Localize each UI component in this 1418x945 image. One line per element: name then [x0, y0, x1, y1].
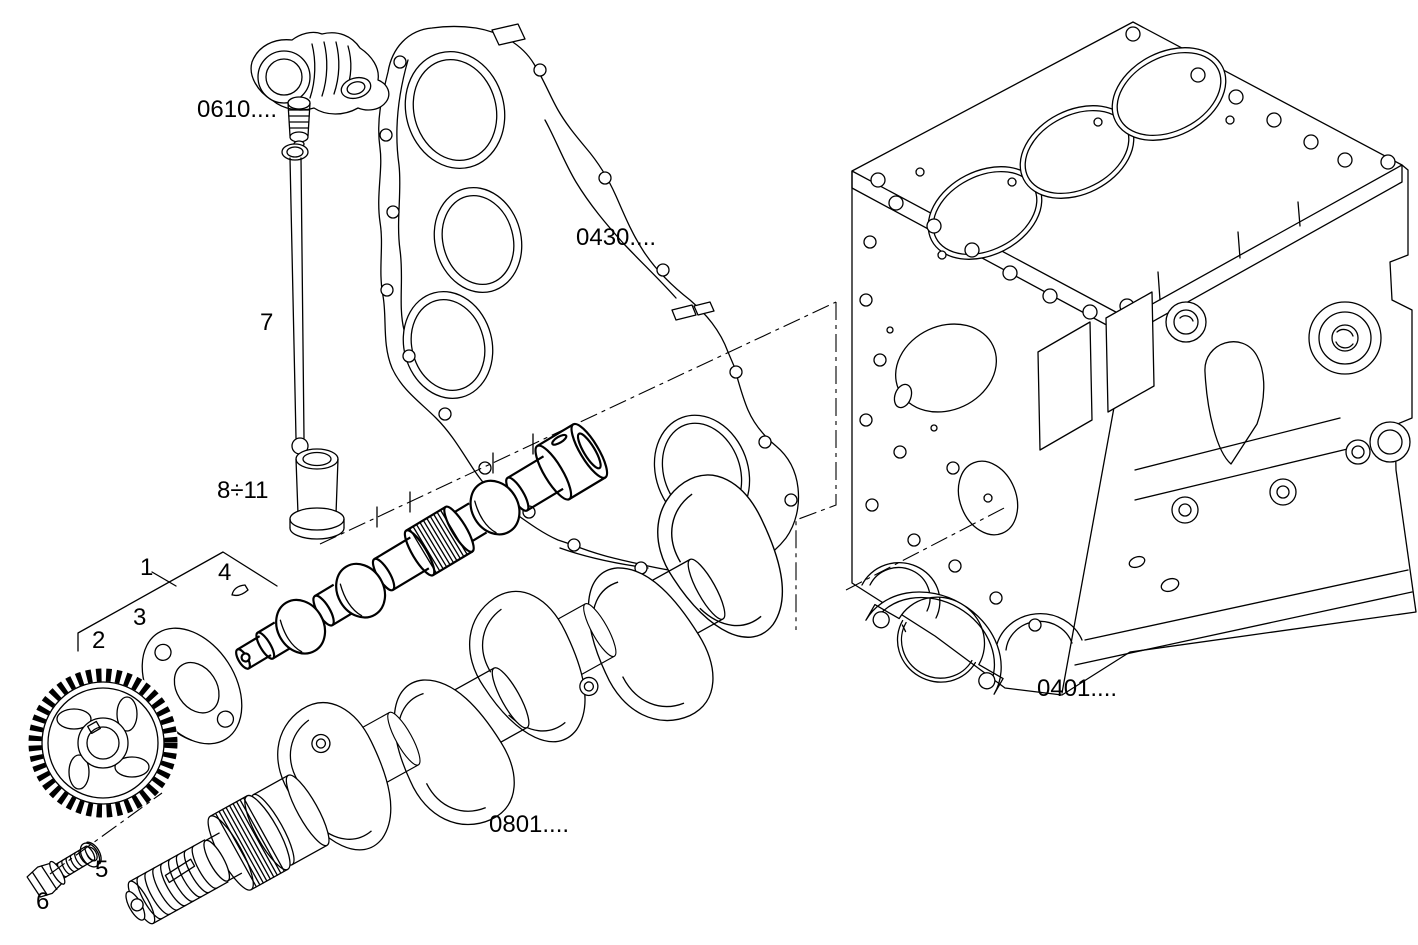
- camshaft-center-line: [319, 301, 837, 630]
- cover-opening-top: [404, 50, 506, 170]
- cover-bolt-holes: [379, 55, 798, 581]
- crankshaft: [125, 457, 812, 925]
- main-bearing-shell: [896, 619, 977, 683]
- camshaft-rear-journal: [534, 422, 609, 501]
- head-gasket-face: [851, 26, 1403, 337]
- pushrod: [281, 143, 309, 455]
- block-side-face: [1037, 201, 1413, 666]
- callout-3: 3: [133, 604, 146, 631]
- engine-block: [845, 21, 1417, 696]
- crank-nose-threads: [125, 839, 229, 925]
- module-label-timing-case[interactable]: 0430....: [576, 224, 656, 251]
- callout-2: 2: [92, 627, 105, 654]
- callout-8-11: 8÷11: [217, 477, 268, 504]
- callout-7: 7: [260, 309, 273, 336]
- gear-bolt-center-line: [49, 792, 163, 875]
- woodruff-key: [231, 584, 249, 597]
- camshaft-nose: [235, 635, 272, 670]
- module-label-rocker[interactable]: 0610....: [197, 96, 277, 123]
- block-center-line: [845, 505, 1009, 591]
- rocker-arm: [250, 31, 390, 115]
- cover-opening-middle: [433, 186, 523, 294]
- gear-bolt: [26, 845, 96, 898]
- valve-tappet: [289, 448, 345, 540]
- callout-bracket: [77, 551, 278, 652]
- crank-gear: [207, 794, 291, 891]
- callout-4: 4: [218, 559, 231, 586]
- cover-opening-bottom: [402, 290, 494, 400]
- callout-6: 6: [36, 888, 49, 915]
- camshaft-gear-teeth: [403, 505, 475, 577]
- callout-5: 5: [95, 856, 108, 883]
- camshaft-timing-gear: [28, 668, 178, 818]
- main-bearing-cap: [865, 591, 1004, 695]
- camshaft: [235, 422, 609, 670]
- module-label-engine-block[interactable]: 0401....: [1037, 675, 1117, 702]
- rocker-adjusting-screw: [287, 96, 311, 148]
- module-label-crankshaft[interactable]: 0801....: [489, 811, 569, 838]
- callout-1: 1: [140, 554, 153, 581]
